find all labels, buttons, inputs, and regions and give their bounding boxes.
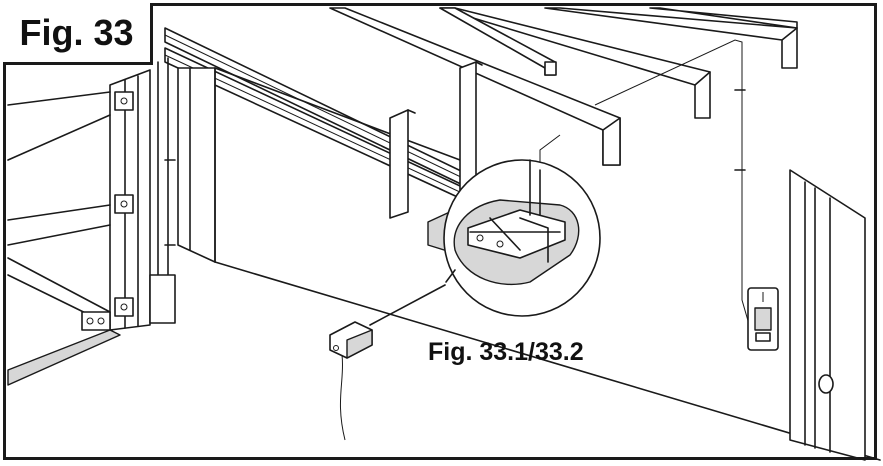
mounting-brackets xyxy=(389,61,483,219)
side-door xyxy=(789,169,866,461)
door-frame-left xyxy=(7,57,176,386)
wall-control-unit xyxy=(734,89,779,351)
wall-pillar xyxy=(177,67,881,461)
figure-border xyxy=(3,3,877,460)
detail-figure-label: Fig. 33.1/33.2 xyxy=(428,338,584,366)
ceiling-beams xyxy=(329,7,798,166)
junction-box xyxy=(329,321,373,359)
figure-number-label: Fig. 33 xyxy=(3,3,153,65)
detail-circle xyxy=(443,159,601,317)
guide-rail-top xyxy=(439,7,557,76)
